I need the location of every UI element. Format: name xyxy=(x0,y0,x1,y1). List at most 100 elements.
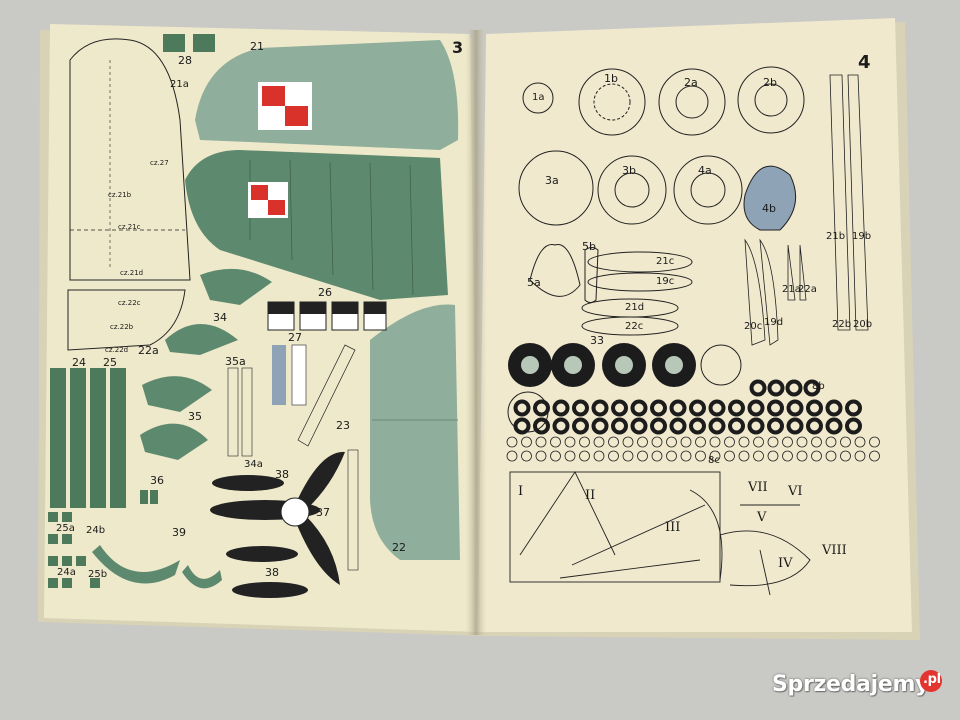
small-disc xyxy=(709,450,721,462)
washer-ring xyxy=(845,399,862,417)
label: 4b xyxy=(762,202,776,215)
roman-label: V xyxy=(757,510,767,525)
small-disc xyxy=(579,450,590,462)
label: 28 xyxy=(178,54,192,67)
washer-ring xyxy=(611,417,628,435)
label: 23 xyxy=(336,419,350,432)
small-disc xyxy=(811,450,822,462)
label: 27 xyxy=(288,331,302,344)
small-disc xyxy=(709,436,721,448)
washer-ring xyxy=(533,399,550,417)
small-disc xyxy=(840,450,851,462)
small-disc xyxy=(564,436,576,448)
washer-ring xyxy=(806,399,823,417)
small-disc xyxy=(724,436,735,448)
label: cz.22c xyxy=(118,299,141,307)
washer-ring xyxy=(513,399,531,417)
washer-ring xyxy=(689,417,706,435)
washer-ring xyxy=(749,379,767,397)
right-page xyxy=(478,18,912,632)
small-disc xyxy=(564,450,576,462)
washer-ring xyxy=(767,399,784,417)
label: 21c xyxy=(656,256,675,267)
washer-ring xyxy=(630,399,648,417)
label: 24b xyxy=(86,525,106,536)
washer-ring xyxy=(572,399,589,417)
wheels-33 xyxy=(508,343,696,387)
washer-ring xyxy=(669,417,687,435)
washer-ring xyxy=(786,399,804,417)
small-disc xyxy=(767,450,779,462)
small-disc xyxy=(521,450,532,462)
label: cz.27 xyxy=(150,159,169,167)
washer-ring xyxy=(825,399,843,417)
washer-ring xyxy=(747,399,765,417)
small-disc xyxy=(825,436,837,448)
label: 26 xyxy=(318,286,332,299)
small-disc xyxy=(535,450,547,462)
propeller-37 xyxy=(210,451,345,585)
watermark-dot-icon xyxy=(920,670,942,692)
roman-label: IV xyxy=(778,556,793,571)
label: 22 xyxy=(392,541,406,554)
roman-label: VIII xyxy=(822,543,847,558)
part-4b xyxy=(743,165,797,231)
label: 8b xyxy=(812,381,825,392)
small-disc xyxy=(637,450,648,462)
strips-24-25 xyxy=(50,368,126,508)
washer-ring xyxy=(806,417,823,435)
label: 1a xyxy=(532,92,545,103)
washer-ring xyxy=(728,399,745,417)
small-disc xyxy=(811,436,822,448)
label: 24 xyxy=(72,356,86,369)
washer-ring xyxy=(767,379,785,397)
small-disc xyxy=(695,450,706,462)
small-disc xyxy=(738,450,750,462)
watermark-text: Sprzedajemy xyxy=(772,672,930,697)
label: 35 xyxy=(188,410,202,423)
washer-ring xyxy=(669,399,687,417)
label: 19d xyxy=(764,317,784,328)
small-disc xyxy=(608,436,619,448)
small-disc xyxy=(622,436,634,448)
small-disc xyxy=(666,436,677,448)
label: cz.22b xyxy=(110,323,134,331)
roman-label: III xyxy=(665,520,681,535)
label: 21a xyxy=(782,284,801,295)
label: 19b xyxy=(852,231,872,242)
small-disc xyxy=(825,450,837,462)
small-disc xyxy=(608,450,619,462)
small-disc xyxy=(854,436,866,448)
small-disc xyxy=(680,436,692,448)
washer-ring xyxy=(650,417,667,435)
small-disc xyxy=(796,436,808,448)
small-disc xyxy=(724,450,735,462)
label: 35a xyxy=(225,355,246,368)
small-disc xyxy=(579,436,590,448)
label: 34a xyxy=(244,459,263,470)
small-disc xyxy=(651,436,663,448)
small-disc xyxy=(680,450,692,462)
washer-ring xyxy=(747,417,765,435)
label: 21 xyxy=(250,40,264,53)
label: 5a xyxy=(527,276,541,289)
small-disc xyxy=(550,450,561,462)
small-disc xyxy=(840,436,851,448)
washer-ring xyxy=(572,417,589,435)
label: cz.21d xyxy=(120,269,144,277)
small-disc xyxy=(593,436,605,448)
label: 25b xyxy=(88,569,108,580)
label: cz.21b xyxy=(108,191,132,199)
wing-outline-21 xyxy=(69,38,191,281)
washer-ring xyxy=(803,379,821,397)
washer-ring xyxy=(845,417,862,435)
washer-ring xyxy=(513,417,531,435)
label: 38 xyxy=(275,468,289,481)
small-disc xyxy=(753,450,764,462)
label: 1b xyxy=(604,72,618,85)
small-disc xyxy=(622,450,634,462)
small-disc xyxy=(506,436,518,448)
watermark: Sprzedajemy .pl xyxy=(772,670,942,697)
label: 21b xyxy=(826,231,846,242)
